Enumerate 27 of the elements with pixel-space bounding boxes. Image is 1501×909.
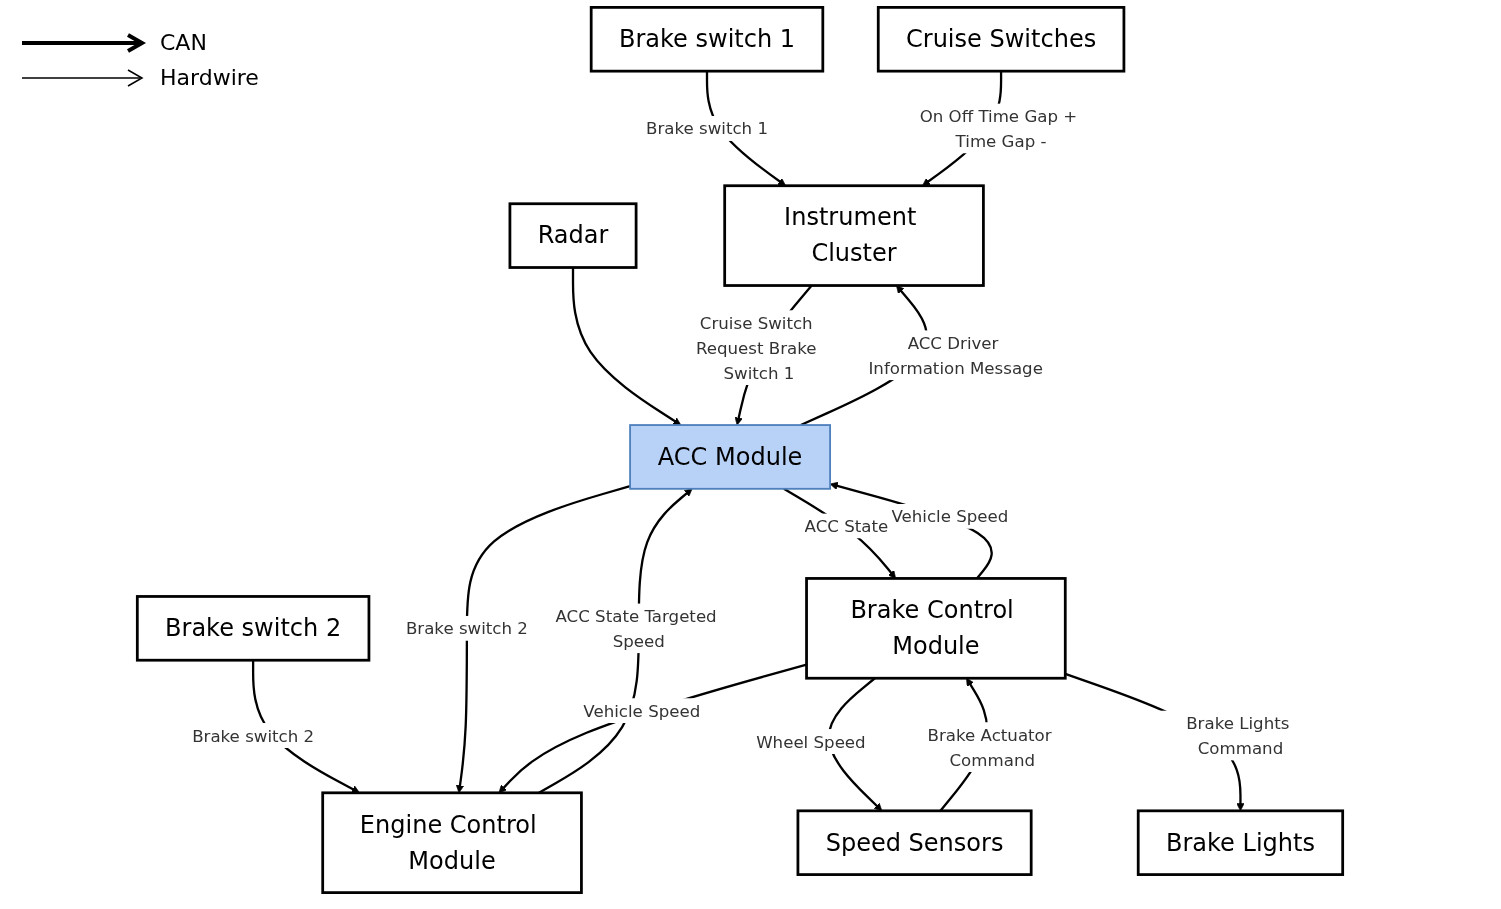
node-box: ACC Module <box>629 424 832 490</box>
node-box: Speed Sensors <box>796 809 1033 876</box>
node-box: Brake switch 2 <box>135 595 371 662</box>
edge-label: ACC State Targeted Speed <box>555 606 717 651</box>
edge-label: Brake switch 2 <box>192 725 315 746</box>
node-box: Brake Control Module <box>805 577 1067 680</box>
edge-label: Brake switch 1 <box>646 118 768 139</box>
edge-label: Brake switch 2 <box>405 618 528 639</box>
node-box: Brake Lights <box>1136 809 1345 876</box>
node-box: Brake switch 1 <box>589 6 825 73</box>
node-box: Cruise Switches <box>876 6 1126 73</box>
edge-label: Vehicle Speed <box>583 700 701 721</box>
legend-label: Hardwire <box>160 65 259 90</box>
arrow <box>783 487 896 579</box>
node-box: Engine Control Module <box>321 791 583 894</box>
arrow <box>571 267 682 426</box>
edge-label: ACC Driver Information Message <box>868 333 1043 378</box>
edge-label: ACC State <box>804 516 889 536</box>
edge-label: Brake Lights Command <box>1186 713 1290 758</box>
legend-label: CAN <box>160 30 207 55</box>
node-box: Instrument Cluster <box>723 184 985 287</box>
edge-label: Brake Actuator Command <box>927 724 1052 770</box>
edge-label: On Off Time Gap + Time Gap - <box>919 106 1078 151</box>
node-box: Radar <box>508 202 638 269</box>
edge-label: Cruise Switch Request Brake Switch 1 <box>695 312 817 383</box>
edge-label: Wheel Speed <box>756 731 866 752</box>
edge-label: Vehicle Speed <box>891 506 1009 527</box>
